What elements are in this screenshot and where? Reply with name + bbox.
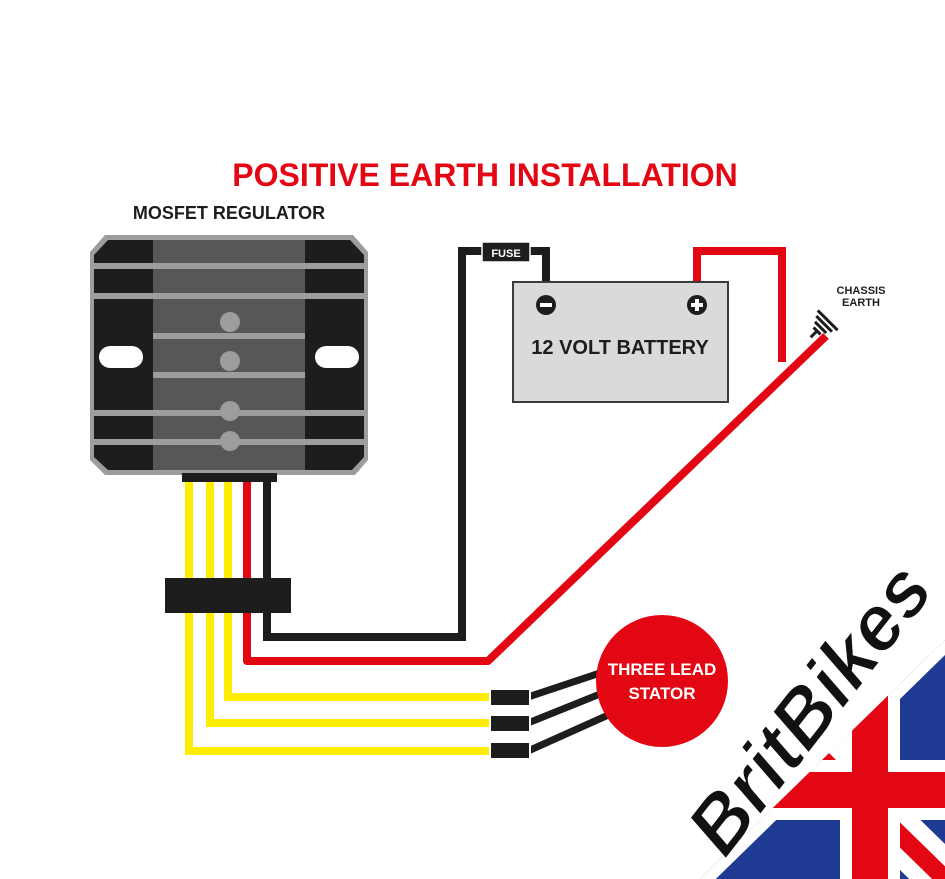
fuse-label: FUSE: [491, 248, 520, 260]
wire-clamp: [165, 578, 291, 613]
chassis-earth-label-2: EARTH: [842, 297, 880, 309]
mosfet-regulator: [90, 235, 368, 482]
chassis-earth-label-1: CHASSIS: [837, 285, 886, 297]
stator: [596, 615, 728, 747]
stator-label-2: STATOR: [628, 684, 695, 703]
mounting-slot-right: [315, 346, 359, 368]
stator-label-1: THREE LEAD: [608, 660, 717, 679]
stator-connectors: [489, 688, 531, 760]
chassis-earth-icon: [809, 309, 839, 339]
fuse: [481, 241, 531, 263]
battery-label: 12 VOLT BATTERY: [531, 337, 709, 359]
diagram-title: POSITIVE EARTH INSTALLATION: [232, 157, 737, 193]
red-battery-wire: [693, 247, 786, 362]
yellow-wire-3: [185, 480, 495, 755]
red-earth-wire: [243, 333, 829, 665]
yellow-wire-1: [224, 480, 495, 701]
regulator-label: MOSFET REGULATOR: [133, 203, 325, 223]
mounting-slot-left: [99, 346, 143, 368]
yellow-wire-2: [206, 480, 495, 727]
